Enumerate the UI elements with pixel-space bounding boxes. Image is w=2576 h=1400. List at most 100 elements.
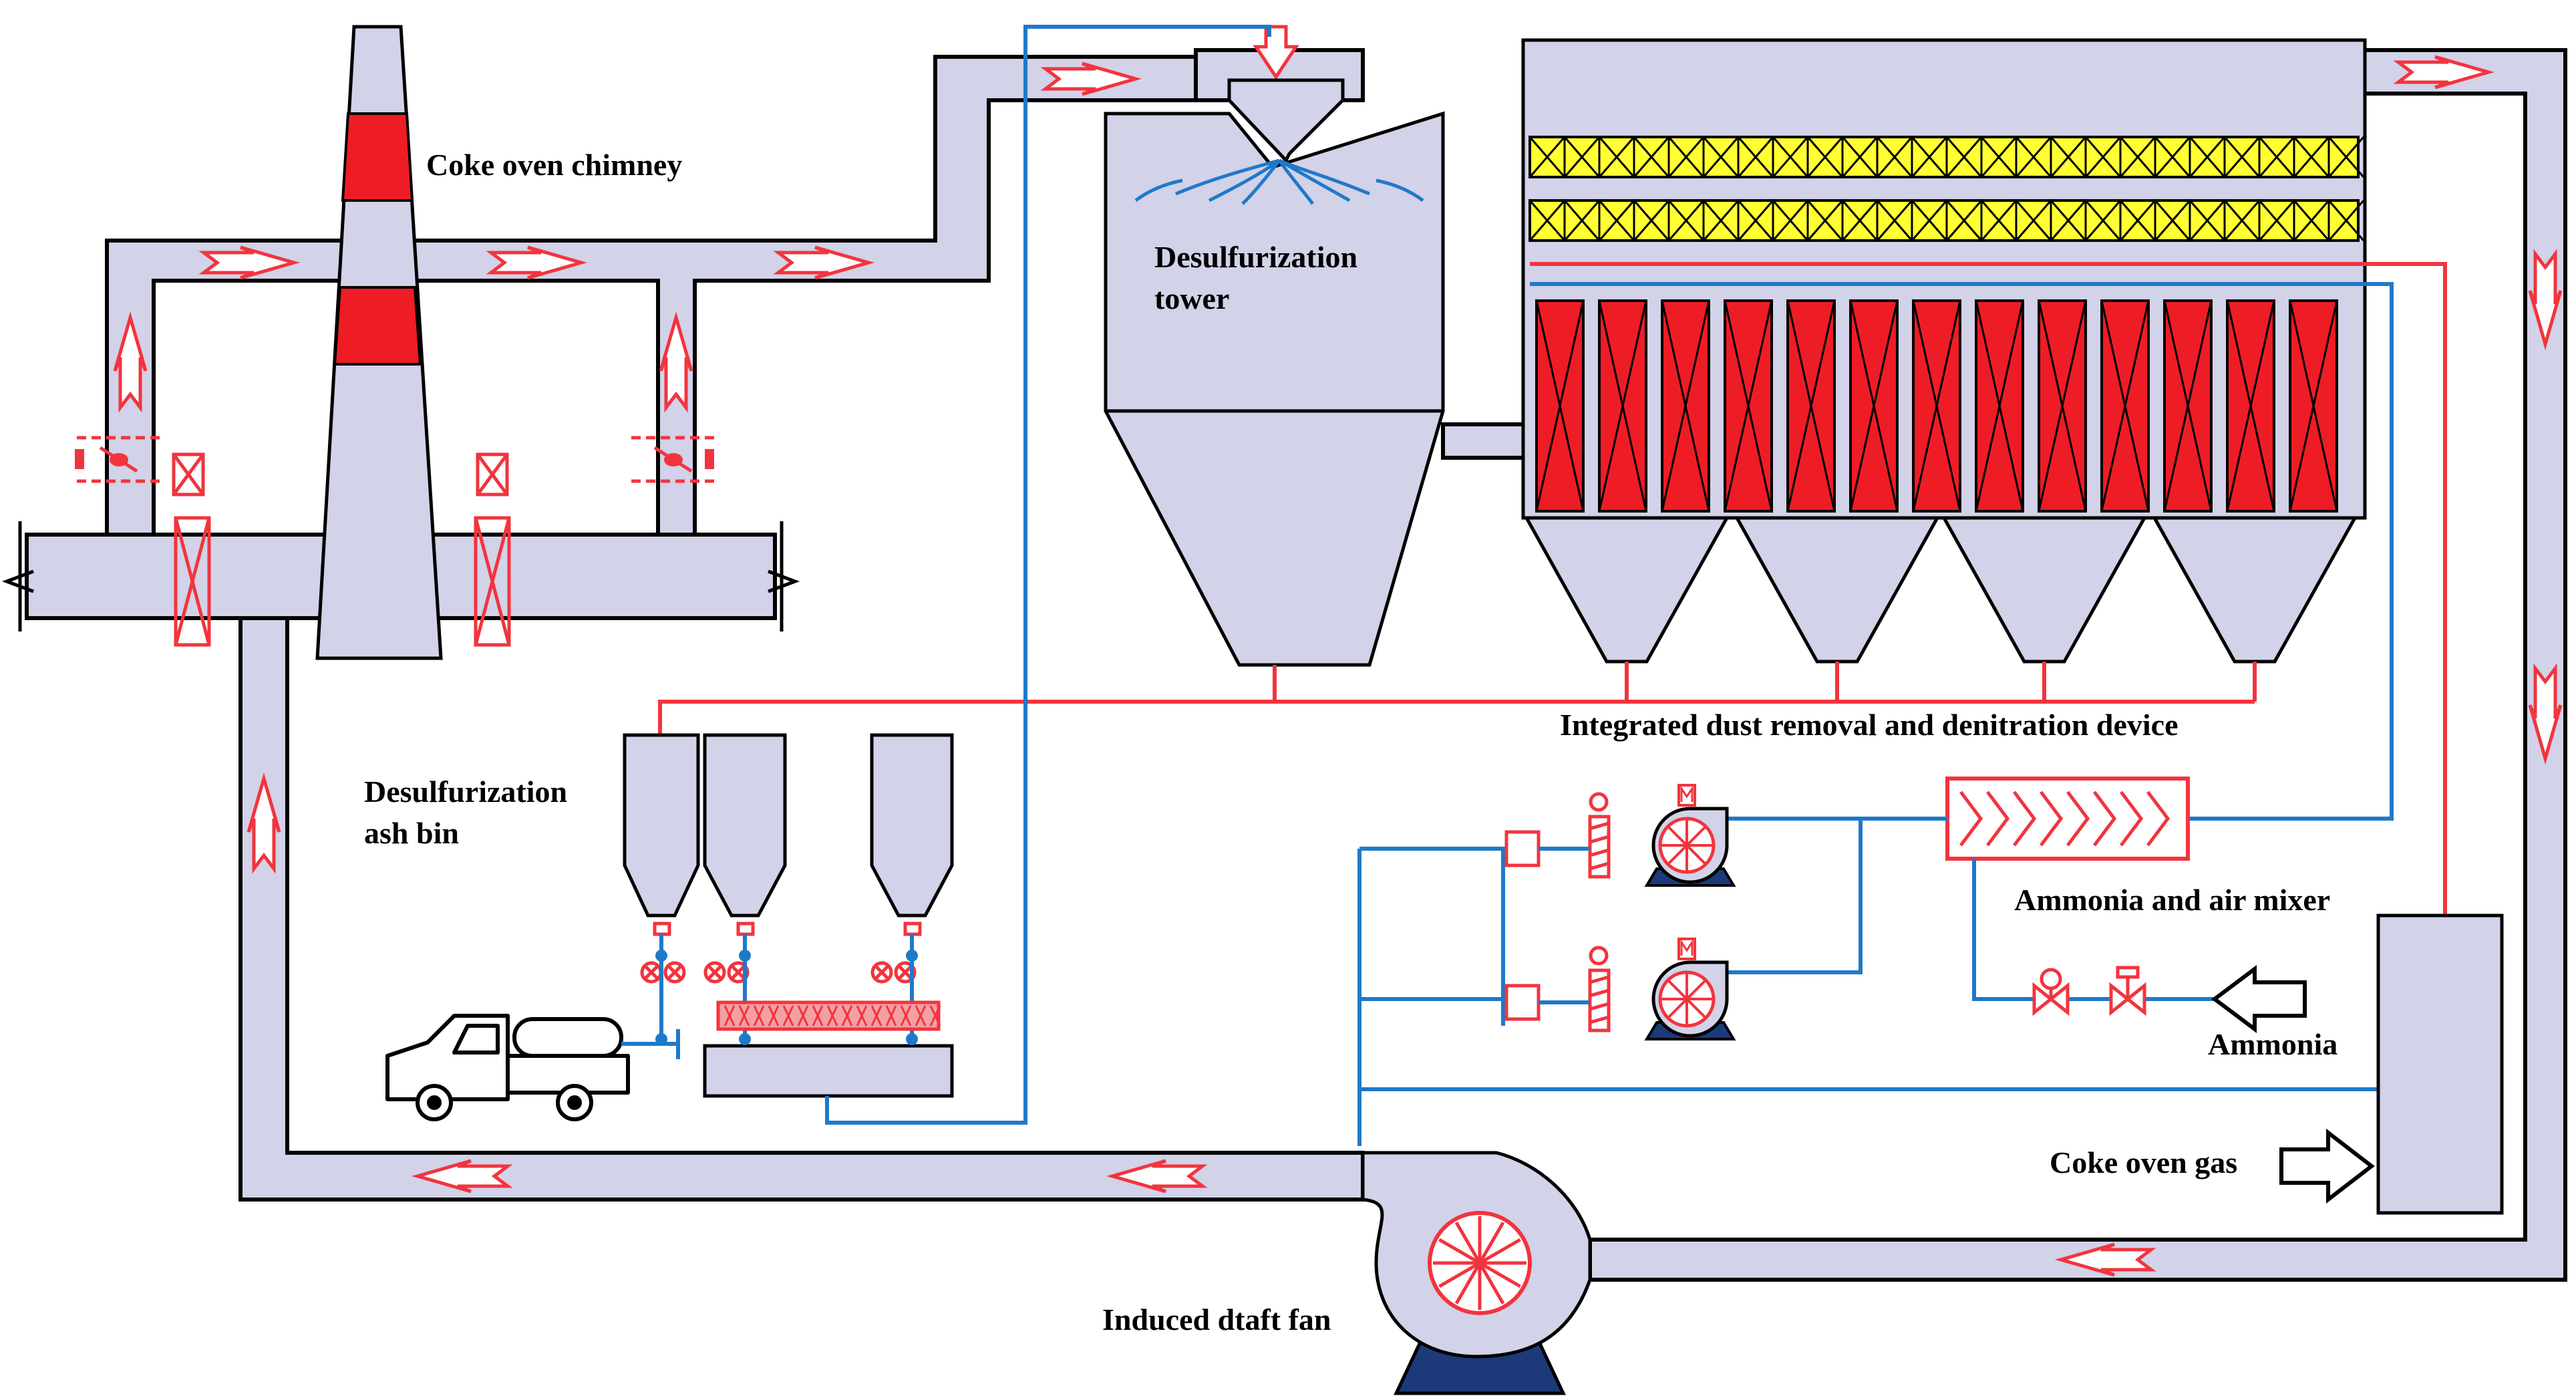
catalyst-cell: [2327, 136, 2365, 178]
filter-bag: [1975, 299, 2024, 513]
catalyst-cell: [1980, 136, 2018, 178]
catalyst-cell: [1633, 200, 1670, 241]
flow-arrow-right: [198, 245, 301, 280]
ash-bin: [623, 733, 700, 918]
filter-bag: [1661, 299, 1710, 513]
catalyst-cell: [1980, 200, 2018, 241]
mixer-chevron: [2040, 791, 2064, 847]
flue-dampers: [75, 436, 715, 647]
silencer-icon: [1588, 946, 1611, 1032]
main-flue-break-left: [1, 521, 34, 632]
screw-flight: [782, 1005, 794, 1026]
flow-arrows: [113, 25, 2563, 1277]
catalyst-cell: [1841, 200, 1879, 241]
screw-flight: [753, 1005, 765, 1026]
flow-arrow-up: [247, 772, 281, 874]
catalyst-cell: [1772, 136, 1809, 178]
hopper: [1523, 516, 1730, 702]
tower-feed-blue: [825, 25, 1271, 1125]
catalyst-cell: [2189, 200, 2226, 241]
bin-discharge-valves: [640, 922, 922, 984]
bypass-duct-upper: [105, 55, 1198, 537]
catalyst-cell: [2223, 200, 2261, 241]
catalyst-cell: [2154, 136, 2191, 178]
catalyst-cell: [1911, 200, 1948, 241]
filter-bag: [1535, 299, 1585, 513]
ammonia-label: Ammonia: [2208, 1027, 2338, 1061]
ash-mixer-box: [703, 1044, 954, 1098]
coke-oven-chimney: Coke oven chimney: [315, 25, 682, 660]
catalyst-cell: [2015, 200, 2052, 241]
fan-blade: [1478, 1238, 1521, 1265]
main-flue-break-right: [768, 521, 800, 632]
catalyst-cell: [2084, 136, 2122, 178]
catalyst-cell: [2223, 136, 2261, 178]
spray-nozzle-icon: [1134, 158, 1424, 205]
flow-arrow-down: [1253, 25, 1299, 80]
catalyst-cell: [1841, 136, 1879, 178]
catalyst-cell: [2258, 200, 2295, 241]
butterfly-valve-right: [631, 436, 715, 483]
filter-bag: [1786, 299, 1836, 513]
catalyst-cell: [1528, 136, 1566, 178]
flow-arrow-left: [411, 1159, 513, 1194]
catalyst-cell: [1563, 136, 1601, 178]
desulfurization-ash-bins: Desulfurization ash bin: [364, 25, 1271, 1125]
catalyst-cell: [1772, 200, 1809, 241]
hopper: [1734, 516, 1941, 702]
fan-blade: [1478, 1261, 1521, 1288]
catalyst-cell: [1633, 136, 1670, 178]
catalyst-cell: [2293, 200, 2330, 241]
chimney-band-2: [333, 286, 422, 366]
fan-blade: [1478, 1262, 1505, 1304]
mixer-chevron: [2093, 791, 2117, 847]
catalyst-cell: [1563, 200, 1601, 241]
ash-hoppers: [1523, 516, 2358, 702]
fan-blade: [1438, 1261, 1481, 1288]
flow-arrow-down: [2528, 663, 2563, 765]
ammonia-line-blue-internal: [1530, 282, 2394, 821]
damper-right: [474, 452, 511, 647]
flow-arrow-down: [2528, 249, 2563, 351]
catalyst-cell: [2050, 200, 2087, 241]
screw-flight: [929, 1005, 941, 1026]
screw-flight: [915, 1005, 927, 1026]
mixer-chevron: [2066, 791, 2090, 847]
blower-inlet-blue: [1357, 847, 2378, 1146]
tower-body: [1104, 111, 1445, 667]
catalyst-cell: [2293, 136, 2330, 178]
catalyst-cell: [1667, 200, 1705, 241]
mixer-chevron: [2146, 791, 2170, 847]
ammonia-system: Ammonia and air mixer: [1357, 777, 2504, 1215]
catalyst-cell: [1702, 200, 1740, 241]
catalyst-cell: [2154, 200, 2191, 241]
chimney-label: Coke oven chimney: [426, 148, 682, 182]
ash-bin-label-line1: Desulfurization: [364, 775, 567, 809]
flow-arrow-right: [486, 245, 588, 280]
catalyst-cell: [1598, 200, 1635, 241]
filter-bag: [1724, 299, 1773, 513]
catalyst-cell: [2050, 136, 2087, 178]
ammonia-air-mixer: [1945, 777, 2190, 861]
ash-bin: [870, 733, 954, 918]
catalyst-cell: [1806, 136, 1844, 178]
catalyst-cell: [1945, 200, 1983, 241]
mixer-chevrons: [1959, 791, 2170, 847]
catalyst-cell: [2189, 136, 2226, 178]
catalyst-cell: [2119, 136, 2156, 178]
mixer-chevron: [2120, 791, 2144, 847]
chimney-band-1: [341, 112, 414, 202]
catalyst-cell: [1945, 136, 1983, 178]
ammonia-valve-icon: [2109, 966, 2146, 1016]
fan-blades-icon: [1433, 1216, 1526, 1310]
gas-inlet-arrow: [2279, 1128, 2375, 1204]
fan-blade: [1438, 1238, 1481, 1265]
filter-bags: [1535, 299, 2338, 513]
filter-bag: [1598, 299, 1647, 513]
screw-flight: [723, 1005, 736, 1026]
catalyst-cell: [1737, 136, 1774, 178]
air-blower-icon: [1644, 784, 1736, 887]
catalyst-pattern: [1528, 136, 2365, 241]
silencer-icon: [1588, 792, 1611, 879]
return-duct: [238, 616, 1365, 1202]
